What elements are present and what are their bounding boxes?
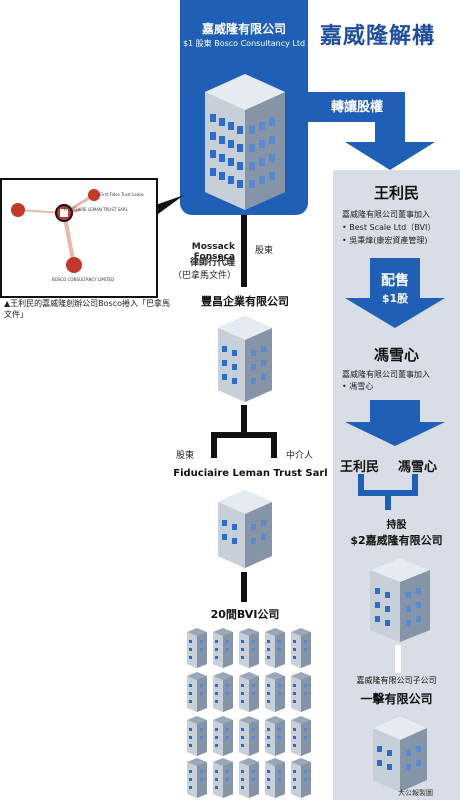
credit-footer: 大公報製圖 bbox=[398, 789, 433, 797]
main-connector-3 bbox=[241, 572, 247, 602]
box3-hold: 持股 bbox=[386, 520, 407, 531]
company-feng-building bbox=[218, 316, 272, 402]
box4-name: 一擊有限公司 bbox=[360, 692, 433, 706]
graph-node-bank bbox=[88, 189, 100, 201]
top-company-name: 嘉威隆有限公司 bbox=[201, 22, 286, 36]
box4-building bbox=[373, 716, 427, 792]
allot-label-2: $1股 bbox=[381, 292, 409, 305]
split-left-label: 股東 bbox=[176, 451, 195, 461]
box3-right: 馮雪心 bbox=[398, 460, 438, 475]
transfer-arrow bbox=[300, 92, 435, 170]
company-feng: 豐昌企業有限公司 bbox=[201, 295, 289, 308]
box2-arrow bbox=[345, 400, 445, 446]
box2-item-1: • 馮雪心 bbox=[342, 382, 374, 391]
top-company-building bbox=[205, 74, 285, 210]
panama-graph bbox=[11, 189, 100, 273]
graph-node-person bbox=[11, 203, 25, 217]
box4-desc: 嘉威隆有限公司子公司 bbox=[356, 676, 437, 685]
box3-connector bbox=[358, 474, 418, 510]
split-right-label: 中介人 bbox=[286, 451, 314, 461]
mossack-line2: 律師行代理 bbox=[189, 258, 235, 268]
box1-item-2: • 吳秉煒(康宏資產管理) bbox=[342, 236, 428, 245]
transfer-label: 轉讓股權 bbox=[330, 100, 383, 115]
box3-to-box4-line bbox=[395, 645, 401, 673]
box3-building bbox=[370, 558, 430, 642]
box3-left: 王利民 bbox=[340, 460, 380, 475]
diagram-title: 嘉威隆解構 bbox=[320, 24, 436, 49]
graph-label-3: BOSCO CONSULTANCY LIMITED bbox=[52, 277, 115, 282]
box3-company: $2嘉威隆有限公司 bbox=[350, 534, 443, 547]
panama-graph-inset bbox=[0, 178, 158, 298]
split-bar bbox=[211, 432, 277, 438]
inset-caption: ▲王利民的嘉威隆創辦公司Bosco捲入「巴拿馬文件」 bbox=[4, 299, 170, 319]
main-connector-1 bbox=[241, 215, 247, 287]
callout-pointer bbox=[150, 195, 184, 217]
main-connector-2 bbox=[241, 405, 247, 435]
graph-label-2: FIDUCIAIRE LEMAN TRUST SARL bbox=[64, 207, 128, 212]
box2-title: 馮雪心 bbox=[373, 346, 419, 364]
bvi-buildings bbox=[187, 628, 311, 798]
company-fiduciaire-building bbox=[218, 490, 272, 568]
top-company-sub: $1 股東 Bosco Consultancy Ltd bbox=[182, 39, 306, 48]
graph-label-1: First Fides Trust Lease bbox=[100, 192, 144, 197]
bvi-label: 20間BVI公司 bbox=[210, 608, 280, 621]
split-left bbox=[211, 432, 217, 458]
box1-item-1: • Best Scale Ltd（BVI） bbox=[342, 223, 436, 232]
box1-title: 王利民 bbox=[373, 184, 419, 202]
split-right bbox=[271, 432, 277, 458]
box2-desc: 嘉威隆有限公司董事加入 bbox=[342, 370, 430, 379]
mossack-line3: （巴拿馬文件） bbox=[173, 271, 237, 281]
allot-label-1: 配售 bbox=[381, 273, 409, 289]
company-fiduciaire: Fiduciaire Leman Trust Sarl bbox=[173, 468, 328, 479]
mossack-line1: Mossack Fonseca bbox=[191, 242, 235, 262]
box1-desc: 嘉威隆有限公司董事加入 bbox=[342, 210, 430, 219]
allot-arrow bbox=[345, 258, 445, 328]
graph-node-bosco bbox=[66, 257, 82, 273]
shareholder-label: 股東 bbox=[255, 246, 274, 256]
